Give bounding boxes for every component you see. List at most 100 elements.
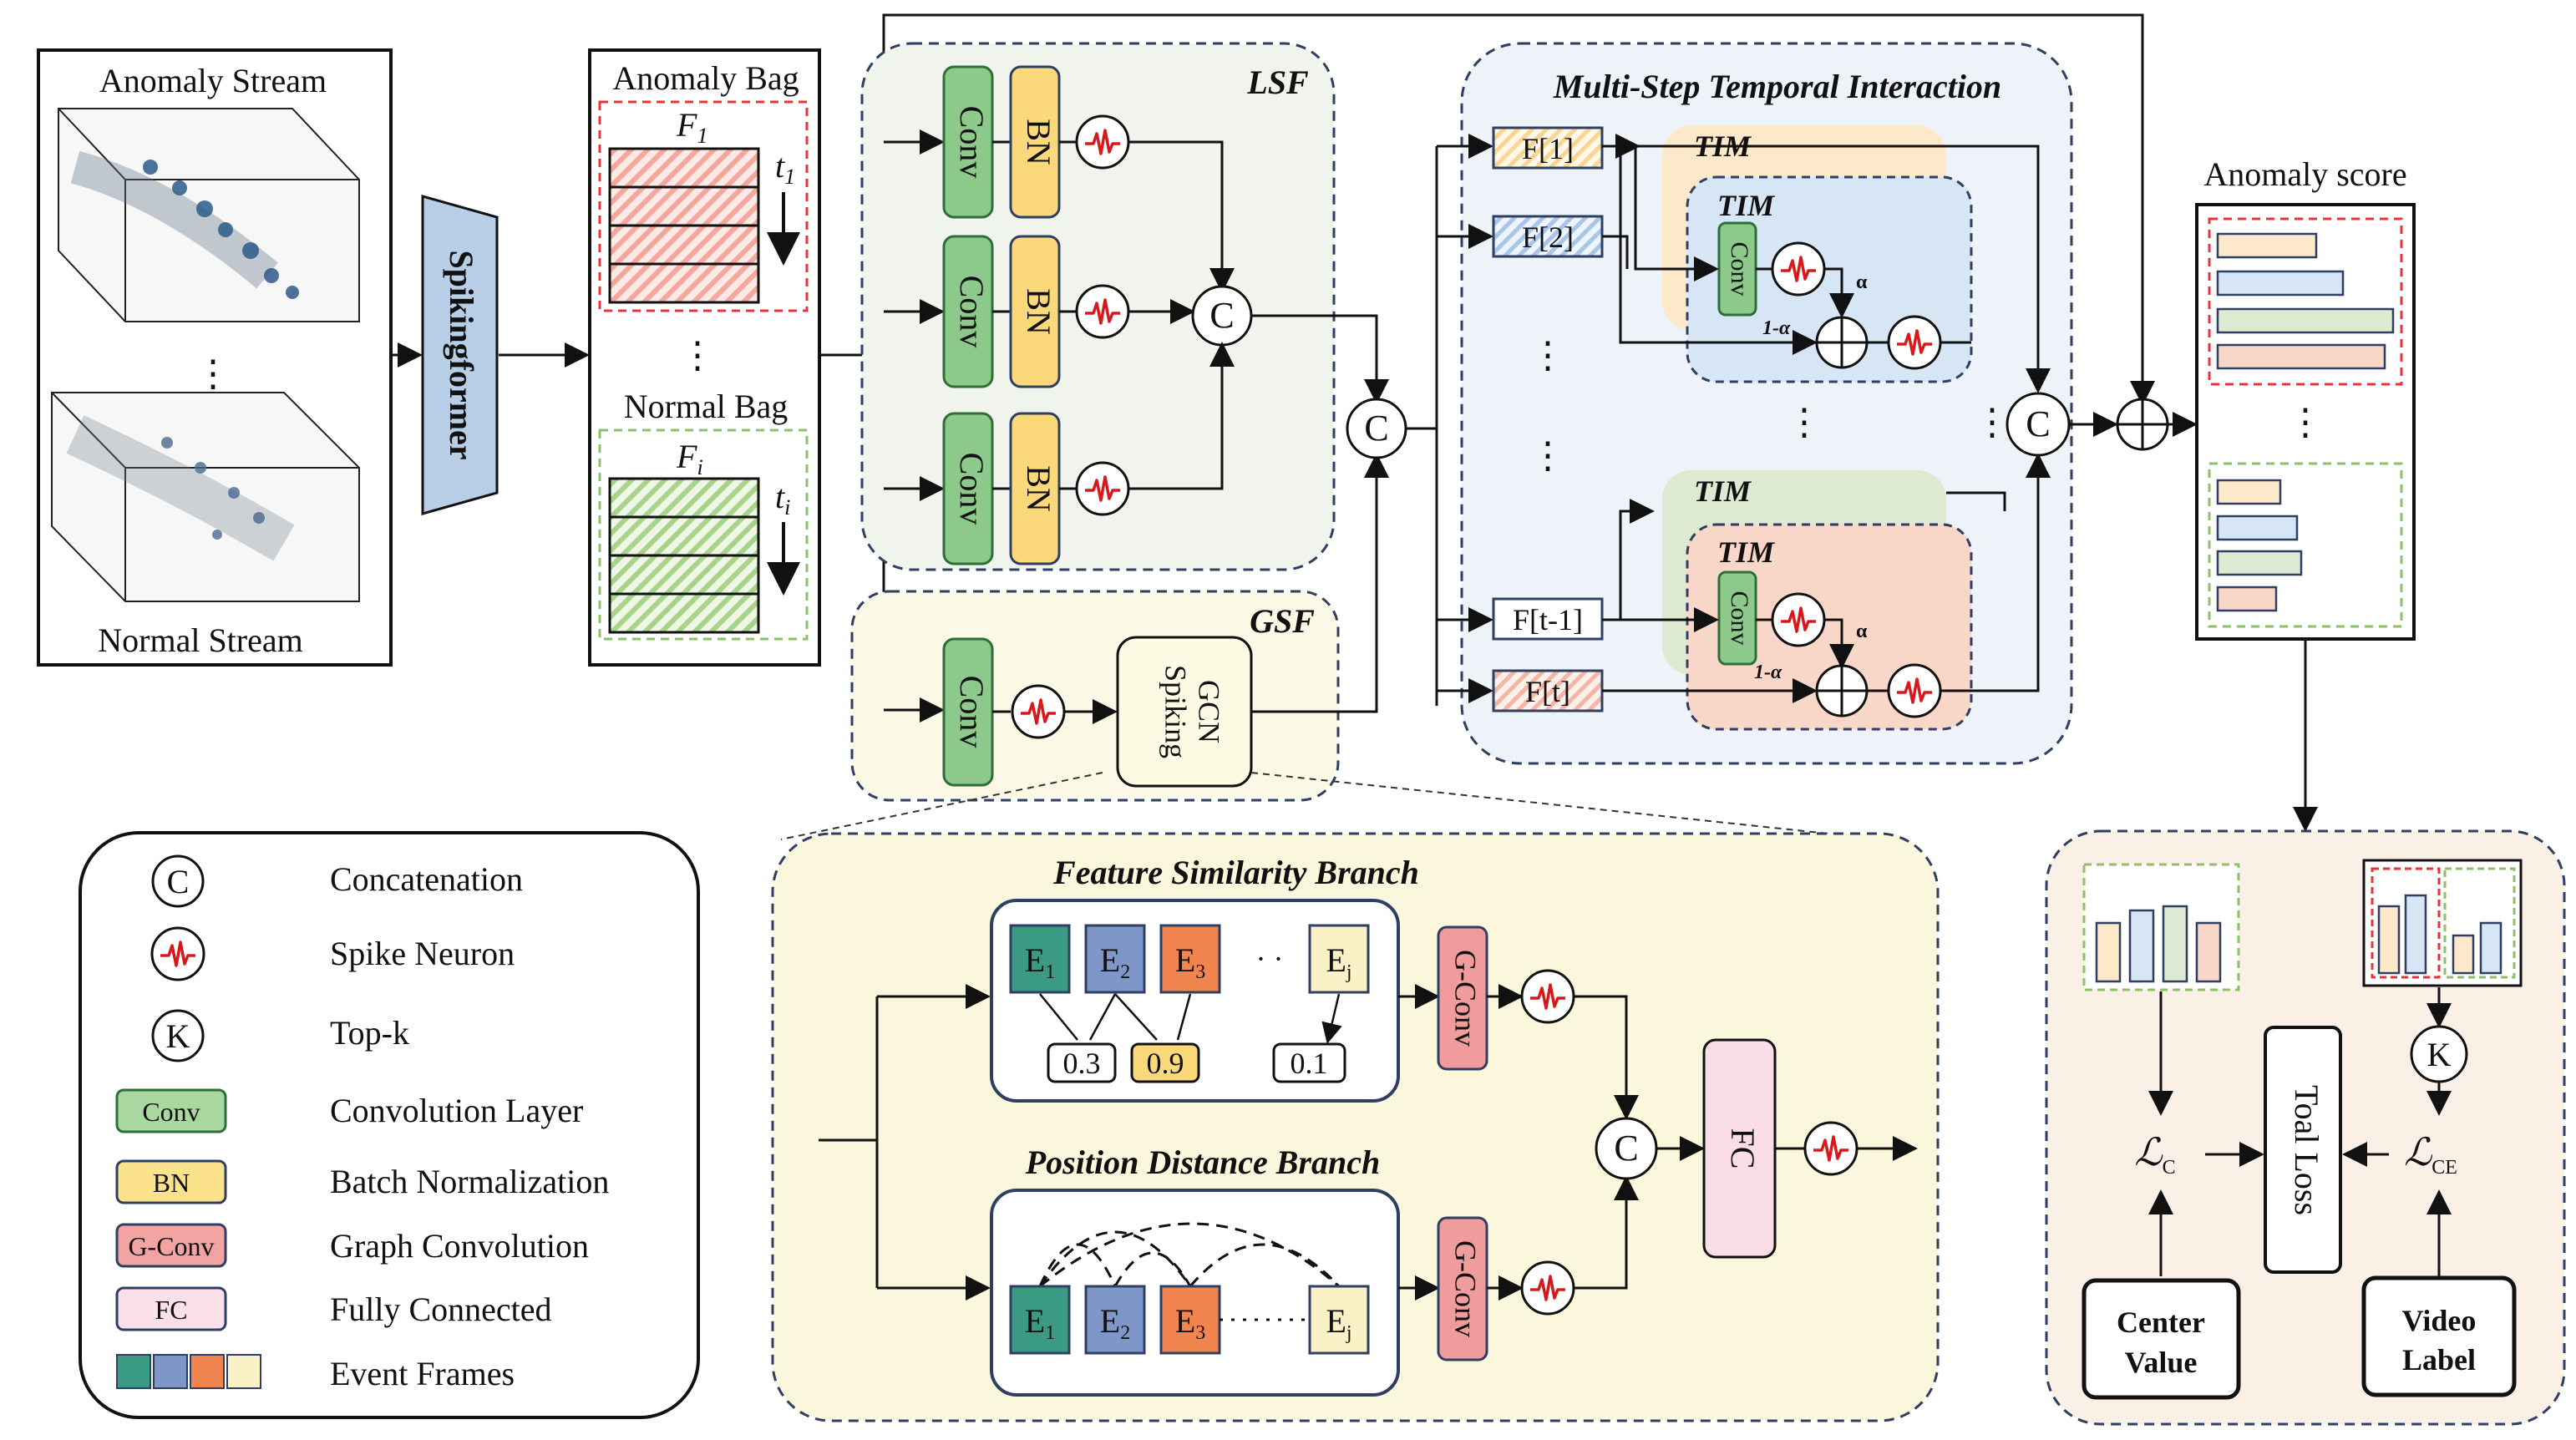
svg-text:α: α [1856,621,1868,642]
position-embeddings: E1 E2 E3 Ej [1009,1285,1370,1355]
gcn-detail-concat: C [1595,1117,1658,1180]
position-branch-title: Position Distance Branch [1025,1143,1381,1181]
svg-text:· ·: · · [1256,942,1284,976]
svg-text:0.1: 0.1 [1291,1047,1328,1080]
final-add [2116,398,2169,451]
svg-text:Spiking: Spiking [1159,665,1193,758]
similarity-scores: 0.3 0.9 0.1 [1047,1042,1346,1083]
svg-text:Conv: Conv [953,276,991,348]
svg-text:C: C [2026,403,2050,444]
svg-text:C: C [1209,295,1234,336]
svg-text:Conv: Conv [953,453,991,525]
svg-text:E2: E2 [1100,1302,1130,1344]
svg-text:Conv: Conv [142,1097,200,1127]
feature-embeddings: E1 E2 E3 · · Ej [1009,924,1370,994]
input-streams-panel: Anomaly Stream ⋮ Normal Stream [37,48,393,667]
anomaly-score-panel: Anomaly score ⋮ [2195,155,2416,641]
svg-text:Top-k: Top-k [330,1014,409,1052]
gsf-spike [1011,684,1066,739]
svg-text:Ej: Ej [1326,941,1351,983]
normal-bag-frames [608,477,760,634]
svg-text:E3: E3 [1175,1302,1205,1344]
svg-text:BN: BN [153,1168,190,1198]
svg-text:TIM: TIM [1717,535,1776,569]
feature-branch-title: Feature Similarity Branch [1052,854,1419,891]
loss-module: K ℒC ℒCE Toal Loss Center Value Video La… [2045,829,2566,1426]
anomaly-bag-frames [608,147,760,304]
spiking-gcn-detail: Feature Similarity Branch Position Dista… [771,832,1940,1422]
anomaly-score-title: Anomaly score [2203,155,2406,193]
svg-text:Convolution Layer: Convolution Layer [330,1092,583,1129]
normal-stream-label: Normal Stream [98,621,303,659]
svg-text:Conv: Conv [1726,241,1753,296]
frame-dots-2: ⋮ [1529,435,1566,476]
center-value-block [2082,1278,2241,1400]
legend-topk: K Top-k [151,1009,409,1062]
mti-module: Multi-Step Temporal Interaction F[1] F[2… [1437,42,2073,765]
stream-dots: ⋮ [195,353,231,394]
lsf-concat: C [1191,285,1253,347]
position-edges [1038,1222,1341,1288]
anomaly-time-label: t1 [775,147,795,189]
svg-text:K: K [166,1017,190,1055]
svg-text:C: C [167,863,190,900]
svg-text:Video: Video [2402,1304,2477,1337]
svg-text:⋮: ⋮ [2287,402,2324,443]
gconv-feature [1437,925,1488,1071]
svg-text:Spike Neuron: Spike Neuron [330,935,515,972]
svg-text:F[t-1]: F[t-1] [1513,603,1583,636]
svg-text:F[1]: F[1] [1522,132,1574,165]
svg-text:BN: BN [1020,288,1057,335]
svg-text:1-α: 1-α [1762,317,1791,339]
svg-text:Event Frames: Event Frames [330,1355,515,1392]
normal-time-label: ti [775,478,790,520]
legend-bn: BN Batch Normalization [115,1159,609,1204]
legend-gconv: G-Conv Graph Convolution [115,1223,589,1268]
svg-text:0.3: 0.3 [1063,1047,1101,1080]
svg-text:C: C [1614,1128,1638,1169]
normal-bag-label: Normal Bag [624,388,789,425]
spikingformer-label: Spikingformer [443,250,480,459]
spike-position [1520,1260,1575,1316]
tim-conv-bottom [1717,570,1757,666]
legend-conv: Conv Convolution Layer [115,1088,583,1133]
topk-node: K [2410,1025,2468,1083]
svg-text:FC: FC [1724,1128,1762,1169]
svg-text:BN: BN [1020,119,1057,165]
svg-text:F[t]: F[t] [1525,675,1570,708]
fusion-concat: C [1346,398,1407,459]
svg-text:G-Conv: G-Conv [1449,1240,1483,1337]
svg-text:BN: BN [1020,465,1057,512]
svg-text:α: α [1856,271,1868,293]
svg-text:0.9: 0.9 [1147,1047,1184,1080]
frame-f1 [1492,126,1604,170]
svg-text:E2: E2 [1100,941,1130,983]
svg-text:FC: FC [155,1295,187,1325]
gsf-title: GSF [1250,602,1315,640]
svg-text:Toal Loss: Toal Loss [2288,1085,2325,1215]
anomaly-stream-cube [58,108,360,322]
svg-text:TIM: TIM [1717,189,1776,222]
loss-lce: ℒCE [2404,1131,2457,1179]
svg-text:TIM: TIM [1694,474,1752,508]
svg-text:Conv: Conv [953,106,991,179]
svg-text:C: C [1364,408,1388,449]
legend-concat: C Concatenation [151,854,523,908]
svg-text:Fully Connected: Fully Connected [330,1290,552,1328]
bag-dots: ⋮ [679,335,716,376]
mti-concat: C [2006,392,2071,457]
lsf-spike-3 [1075,461,1130,516]
legend-fc: FC Fully Connected [115,1286,552,1331]
svg-text:Ej: Ej [1326,1302,1351,1344]
video-label-block [2361,1275,2517,1397]
svg-text:GCN: GCN [1193,680,1226,743]
svg-text:E3: E3 [1175,941,1205,983]
svg-text:Conv: Conv [953,676,991,748]
svg-text:Graph Convolution: Graph Convolution [330,1227,589,1265]
gsf-module: GSF Conv Spiking GCN [850,453,1389,802]
svg-text:E1: E1 [1025,941,1055,983]
tim-dots-right: ⋮ [1974,402,2011,443]
svg-text:K: K [2427,1036,2452,1073]
svg-text:Value: Value [2125,1346,2198,1379]
